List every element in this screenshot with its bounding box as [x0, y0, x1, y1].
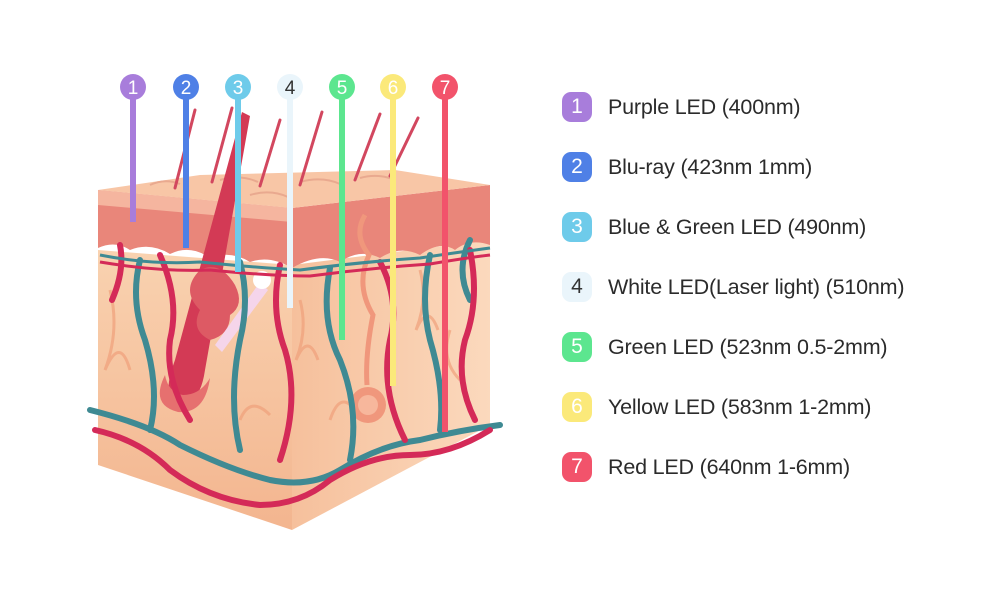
led-label: Purple LED (400nm): [608, 94, 801, 119]
led-number-badge: 5: [562, 332, 592, 362]
led-number-badge: 3: [562, 212, 592, 242]
led-marker-number: 4: [285, 78, 296, 99]
led-marker-number: 1: [128, 78, 139, 99]
led-label: Yellow LED (583nm 1-2mm): [608, 394, 872, 419]
legend-item: 3 Blue & Green LED (490nm): [562, 212, 904, 242]
legend-item: 7 Red LED (640nm 1-6mm): [562, 452, 904, 482]
light-penetration-line: [287, 98, 293, 308]
led-label: Blue & Green LED (490nm): [608, 214, 867, 239]
led-marker-number: 7: [440, 78, 451, 99]
led-marker-circle: [380, 74, 406, 100]
led-number-badge: 1: [562, 92, 592, 122]
light-penetration-line: [130, 98, 136, 222]
led-marker-number: 2: [181, 78, 192, 99]
led-number-badge: 4: [562, 272, 592, 302]
led-marker-circle: [432, 74, 458, 100]
led-label: Red LED (640nm 1-6mm): [608, 454, 850, 479]
light-penetration-line: [235, 98, 241, 272]
led-legend: 1 Purple LED (400nm) 2 Blu-ray (423nm 1m…: [562, 92, 905, 512]
led-marker-circle: [225, 74, 251, 100]
led-label: White LED(Laser light) (510nm): [608, 274, 905, 299]
artery-network: [92, 242, 493, 509]
legend-item: 4 White LED(Laser light) (510nm): [562, 272, 905, 302]
led-marker-circle: [277, 74, 303, 100]
led-marker-circle: [329, 74, 355, 100]
sweat-gland: [357, 213, 376, 386]
legend-item: 1 Purple LED (400nm): [562, 92, 904, 122]
led-markers: 1 2 3 4 5 6 7: [120, 74, 458, 432]
led-marker-circle: [173, 74, 199, 100]
skin-cross-section-diagram: 1 2 3 4 5 6 7: [87, 74, 503, 530]
led-marker-number: 3: [233, 78, 244, 99]
led-number-badge: 6: [562, 392, 592, 422]
sebaceous-gland: [190, 267, 239, 340]
led-marker-number: 5: [337, 78, 348, 99]
light-penetration-line: [339, 98, 345, 340]
light-penetration-line: [183, 98, 189, 248]
led-marker-number: 6: [388, 78, 399, 99]
led-label: Blu-ray (423nm 1mm): [608, 154, 813, 179]
legend-item: 5 Green LED (523nm 0.5-2mm): [562, 332, 904, 362]
light-penetration-line: [390, 98, 396, 386]
led-marker-circle: [120, 74, 146, 100]
hair-follicle: [168, 112, 250, 403]
legend-item: 2 Blu-ray (423nm 1mm): [562, 152, 904, 182]
led-number-badge: 2: [562, 152, 592, 182]
light-penetration-line: [442, 98, 448, 432]
legend-item: 6 Yellow LED (583nm 1-2mm): [562, 392, 904, 422]
led-number-badge: 7: [562, 452, 592, 482]
vein-network: [87, 237, 503, 486]
led-label: Green LED (523nm 0.5-2mm): [608, 334, 888, 359]
